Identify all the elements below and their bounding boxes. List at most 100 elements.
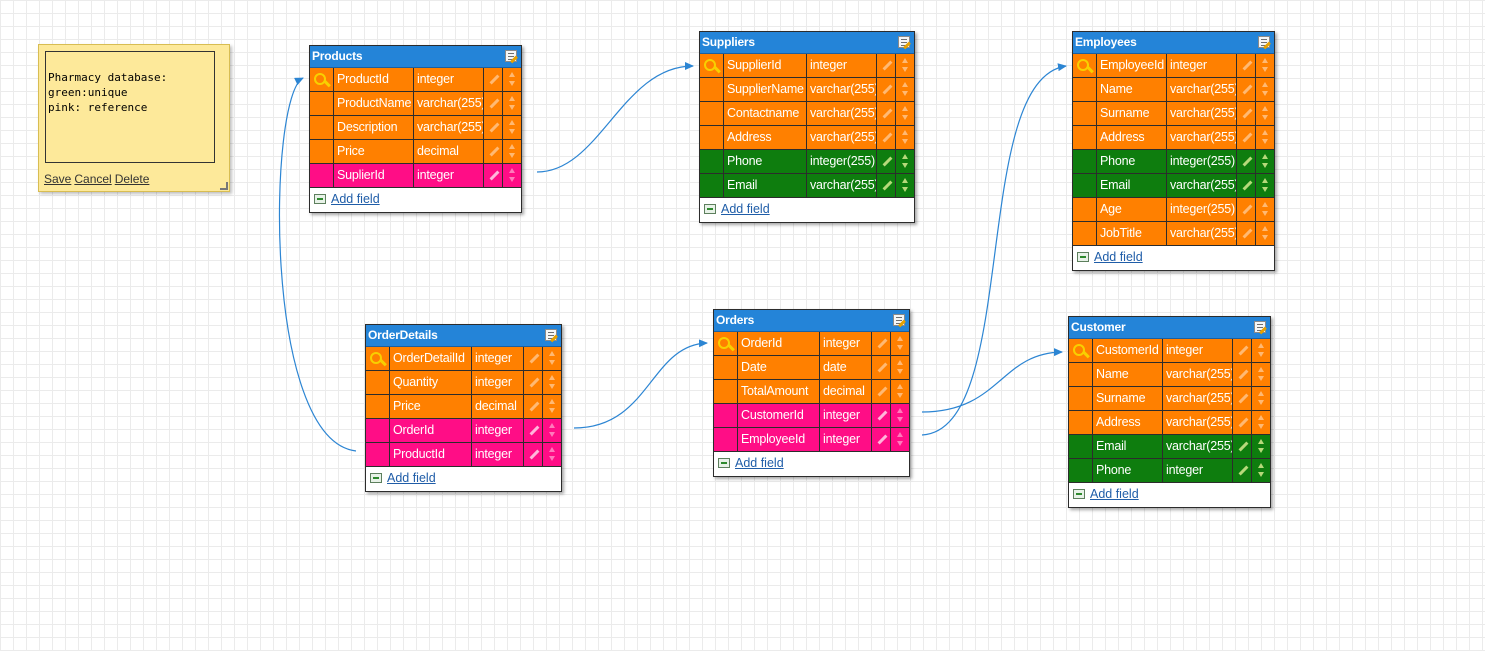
- edit-field-cell[interactable]: [871, 356, 890, 379]
- move-field-cell[interactable]: [1255, 174, 1274, 197]
- move-field-cell[interactable]: [1255, 54, 1274, 77]
- add-field-link[interactable]: Add field: [1090, 487, 1139, 501]
- reorder-arrows-icon[interactable]: [897, 360, 904, 374]
- move-field-cell[interactable]: [502, 116, 521, 139]
- edit-field-cell[interactable]: [483, 116, 502, 139]
- add-field-icon[interactable]: [314, 194, 326, 204]
- reorder-arrows-icon[interactable]: [1258, 391, 1265, 405]
- edit-field-cell[interactable]: [483, 164, 502, 187]
- move-field-cell[interactable]: [890, 332, 909, 355]
- reorder-arrows-icon[interactable]: [509, 168, 516, 182]
- edit-field-cell[interactable]: [1232, 459, 1251, 482]
- reorder-arrows-icon[interactable]: [1258, 343, 1265, 357]
- edit-field-cell[interactable]: [1236, 126, 1255, 149]
- reorder-arrows-icon[interactable]: [902, 106, 909, 120]
- pencil-icon[interactable]: [529, 425, 540, 436]
- pencil-icon[interactable]: [529, 449, 540, 460]
- pencil-icon[interactable]: [877, 386, 888, 397]
- move-field-cell[interactable]: [502, 164, 521, 187]
- edit-field-cell[interactable]: [483, 68, 502, 91]
- edit-field-cell[interactable]: [876, 54, 895, 77]
- add-field-icon[interactable]: [1077, 252, 1089, 262]
- move-field-cell[interactable]: [1251, 435, 1270, 458]
- edit-field-cell[interactable]: [871, 428, 890, 451]
- table-header[interactable]: Customer: [1069, 317, 1270, 339]
- edit-field-cell[interactable]: [523, 419, 542, 442]
- reorder-arrows-icon[interactable]: [549, 351, 556, 365]
- edit-field-cell[interactable]: [1236, 174, 1255, 197]
- pencil-icon[interactable]: [877, 434, 888, 445]
- reorder-arrows-icon[interactable]: [902, 178, 909, 192]
- edit-table-icon[interactable]: [1254, 321, 1266, 333]
- add-field-link[interactable]: Add field: [735, 456, 784, 470]
- move-field-cell[interactable]: [890, 380, 909, 403]
- reorder-arrows-icon[interactable]: [1262, 58, 1269, 72]
- edit-field-cell[interactable]: [523, 371, 542, 394]
- edit-table-icon[interactable]: [545, 329, 557, 341]
- move-field-cell[interactable]: [895, 78, 914, 101]
- edit-field-cell[interactable]: [1236, 150, 1255, 173]
- pencil-icon[interactable]: [1238, 393, 1249, 404]
- move-field-cell[interactable]: [895, 126, 914, 149]
- edit-field-cell[interactable]: [871, 332, 890, 355]
- reorder-arrows-icon[interactable]: [549, 423, 556, 437]
- move-field-cell[interactable]: [502, 68, 521, 91]
- reorder-arrows-icon[interactable]: [902, 154, 909, 168]
- move-field-cell[interactable]: [895, 102, 914, 125]
- reorder-arrows-icon[interactable]: [1262, 202, 1269, 216]
- edit-field-cell[interactable]: [1232, 411, 1251, 434]
- pencil-icon[interactable]: [489, 122, 500, 133]
- reorder-arrows-icon[interactable]: [897, 408, 904, 422]
- note-delete-link[interactable]: Delete: [114, 172, 150, 186]
- pencil-icon[interactable]: [1242, 180, 1253, 191]
- pencil-icon[interactable]: [1242, 228, 1253, 239]
- move-field-cell[interactable]: [542, 395, 561, 418]
- edit-field-cell[interactable]: [871, 404, 890, 427]
- pencil-icon[interactable]: [1238, 369, 1249, 380]
- pencil-icon[interactable]: [882, 180, 893, 191]
- pencil-icon[interactable]: [882, 156, 893, 167]
- move-field-cell[interactable]: [542, 347, 561, 370]
- add-field-icon[interactable]: [704, 204, 716, 214]
- pencil-icon[interactable]: [1242, 132, 1253, 143]
- edit-field-cell[interactable]: [1232, 387, 1251, 410]
- add-field-icon[interactable]: [370, 473, 382, 483]
- resize-grip-icon[interactable]: [220, 182, 228, 190]
- reorder-arrows-icon[interactable]: [902, 82, 909, 96]
- sticky-note[interactable]: Pharmacy database: green:unique pink: re…: [38, 44, 230, 192]
- pencil-icon[interactable]: [489, 170, 500, 181]
- edit-field-cell[interactable]: [876, 102, 895, 125]
- pencil-icon[interactable]: [1238, 417, 1249, 428]
- edit-field-cell[interactable]: [876, 126, 895, 149]
- edit-field-cell[interactable]: [523, 347, 542, 370]
- move-field-cell[interactable]: [1255, 222, 1274, 245]
- reorder-arrows-icon[interactable]: [1262, 154, 1269, 168]
- edit-field-cell[interactable]: [1232, 435, 1251, 458]
- move-field-cell[interactable]: [542, 443, 561, 466]
- pencil-icon[interactable]: [1238, 345, 1249, 356]
- reorder-arrows-icon[interactable]: [1262, 82, 1269, 96]
- move-field-cell[interactable]: [1255, 150, 1274, 173]
- move-field-cell[interactable]: [890, 356, 909, 379]
- add-field-icon[interactable]: [1073, 489, 1085, 499]
- pencil-icon[interactable]: [529, 353, 540, 364]
- pencil-icon[interactable]: [882, 108, 893, 119]
- edit-field-cell[interactable]: [876, 174, 895, 197]
